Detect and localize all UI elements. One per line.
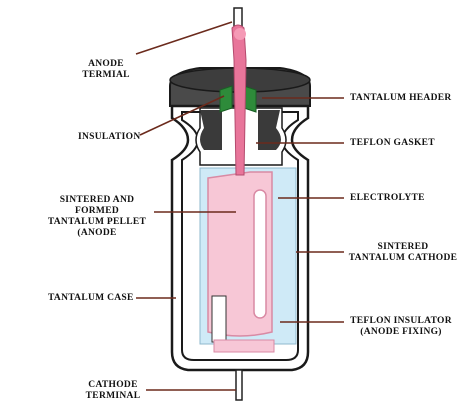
cathode-terminal-wire [235,369,243,401]
label-sintered-pellet: SINTERED AND FORMED TANTALUM PELLET (ANO… [47,195,147,238]
label-tantalum-case: TANTALUM CASE [48,293,134,303]
label-insulation: INSULATION [78,132,141,142]
gasket-dark-left [200,110,222,150]
anode-rod [231,24,247,176]
gasket-dark-right [258,110,281,150]
label-electrolyte: ELECTROLYTE [350,193,425,203]
label-sintered-cathode: SINTERED TANTALUM CATHODE [348,242,458,263]
leader-anode-terminal [135,21,233,55]
label-anode-terminal: ANODE TERMIAL [82,59,130,80]
insulation [219,85,233,113]
label-cathode-terminal: CATHODE TERMINAL [85,380,141,401]
pellet-slot [253,189,267,319]
anode-rod-top [234,28,246,40]
label-teflon-insulator: TEFLON INSULATOR (ANODE FIXING) [350,316,452,337]
label-tantalum-header: TANTALUM HEADER [350,93,452,103]
teflon-insulator [211,295,227,343]
leader-insulation [139,95,225,136]
label-teflon-gasket: TEFLON GASKET [350,138,435,148]
teflon-insulator-base [213,339,275,353]
leader-lines [135,21,344,391]
